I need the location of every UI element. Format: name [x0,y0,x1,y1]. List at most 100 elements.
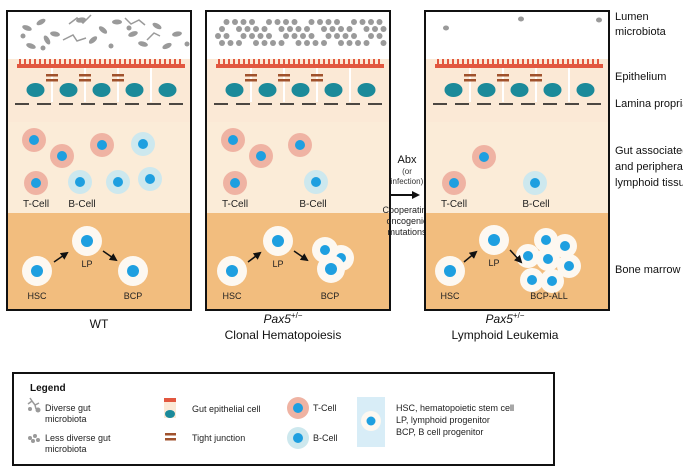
microbe [317,19,323,25]
villus [492,59,494,66]
tcell-4 [24,171,48,195]
epithelial-nucleus [291,83,310,97]
villus [84,59,86,66]
villus [223,59,225,66]
epithelial-nucleus [225,83,244,97]
microbe [380,26,387,32]
label-bone-marrow: Bone marrow [615,264,680,276]
microbe [342,33,349,39]
oncogenic-line-3: mutations [387,227,427,237]
tcell-3 [288,133,312,157]
villus [557,59,559,66]
lp-label: LP [81,259,92,269]
caption-genotype: Pax5+/− [486,311,525,326]
villus [154,59,156,66]
microbe [257,33,264,39]
label-gut-1: Gut associated [615,145,683,157]
epithelial-nucleus [576,83,595,97]
tight-junction [278,79,290,82]
tight-junction [464,74,476,77]
microbe [274,19,281,25]
legend-tight-junction: Tight junction [192,433,245,443]
bcell-1 [523,171,547,195]
microbe [50,31,60,37]
villus [283,59,285,66]
tight-junction [245,74,257,77]
arrow-hsc-lp [53,251,69,263]
microbe [40,45,46,51]
microbe [368,33,374,39]
villus [328,59,330,66]
villus [338,59,340,66]
villus [323,59,325,66]
microbe [223,19,230,25]
label-epithelium: Epithelium [615,71,666,83]
microbe [291,33,298,39]
hsc-cell [217,256,247,286]
tight-junction [530,79,542,82]
microbe [363,40,370,46]
microbe [128,31,138,37]
villus [139,59,141,66]
microbe [112,19,122,25]
panel-frame [424,10,610,311]
microbe [283,19,289,25]
legend-diverse-microbiota-icon [27,397,41,413]
microbe [334,19,340,25]
microbe [346,26,353,32]
villus [373,59,375,66]
villus [532,59,534,66]
villus [348,59,350,66]
villus [293,59,295,66]
panel-wt: T-Cell B-Cell HSC LP BCP WT [6,10,192,331]
microbe [236,26,242,32]
tight-junction [245,79,257,82]
microbe [240,33,247,39]
legend-tight-junction-icon [165,433,176,441]
label-gut-3: lymphoid tissue [615,177,683,189]
lumen-layer [425,11,609,59]
villus [537,59,539,66]
villus [169,59,171,66]
microbe [219,40,225,46]
tcell-3 [90,133,114,157]
epithelial-nucleus [26,83,45,97]
microbe [359,19,366,25]
tcell-2 [249,144,273,168]
tight-junction [497,79,509,82]
villus [437,59,439,66]
microbe [351,33,357,39]
legend-diverse-1: Diverse gut [45,403,91,413]
brush-border [435,64,603,68]
microbe [295,40,302,46]
arrow-hsc-lp [463,250,478,263]
villus [527,59,529,66]
legend-bcell-icon [287,427,309,449]
microbe [304,40,310,46]
villus [298,59,300,66]
microbe [368,19,374,25]
villus [567,59,569,66]
microbe [232,19,238,25]
villus [522,59,524,66]
villus [54,59,56,66]
transition: Abx (or infection) Cooperating oncogenic… [382,154,431,237]
microbe [227,40,234,46]
villus [587,59,589,66]
villus [502,59,504,66]
villus [248,59,250,66]
microbe [219,26,225,32]
microbe [244,26,251,32]
tight-junction [464,79,476,82]
villus [89,59,91,66]
villus [308,59,310,66]
microbe [266,33,272,39]
villus [343,59,345,66]
villus [253,59,255,66]
brush-border [216,64,384,68]
microbe [270,40,276,46]
tcell-4 [223,171,247,195]
legend-lp: LP, lymphoid progenitor [396,415,490,425]
microbe [249,33,255,39]
